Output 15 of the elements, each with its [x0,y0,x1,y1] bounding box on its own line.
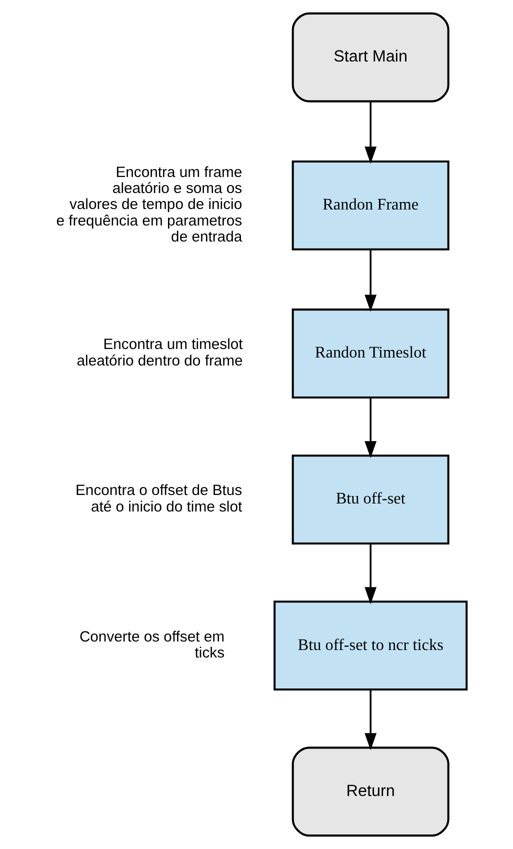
node-box: Randon Frame [291,160,449,250]
arrow [364,397,376,458]
arrow [364,690,376,750]
node-label: Encontra um frame aleatório e soma os valores de tempo de inicio e frequência em parametros de entrada [56,164,242,246]
node-box: Start Main [291,12,449,102]
arrow [364,102,376,164]
node-label: Encontra um timeslot aleatório dentro do frame [76,337,242,370]
arrow [364,250,376,312]
node-label: Converte os offset em ticks [78,629,224,662]
node-box: Btu off-set to ncr ticks [273,600,468,691]
node-box: Randon Timeslot [291,308,449,398]
node-box: Btu off-set [291,454,449,544]
arrow [364,544,376,604]
node-label: Encontra o offset de Btus até o inicio do time slot [75,483,242,516]
node-box: Return [291,746,449,837]
